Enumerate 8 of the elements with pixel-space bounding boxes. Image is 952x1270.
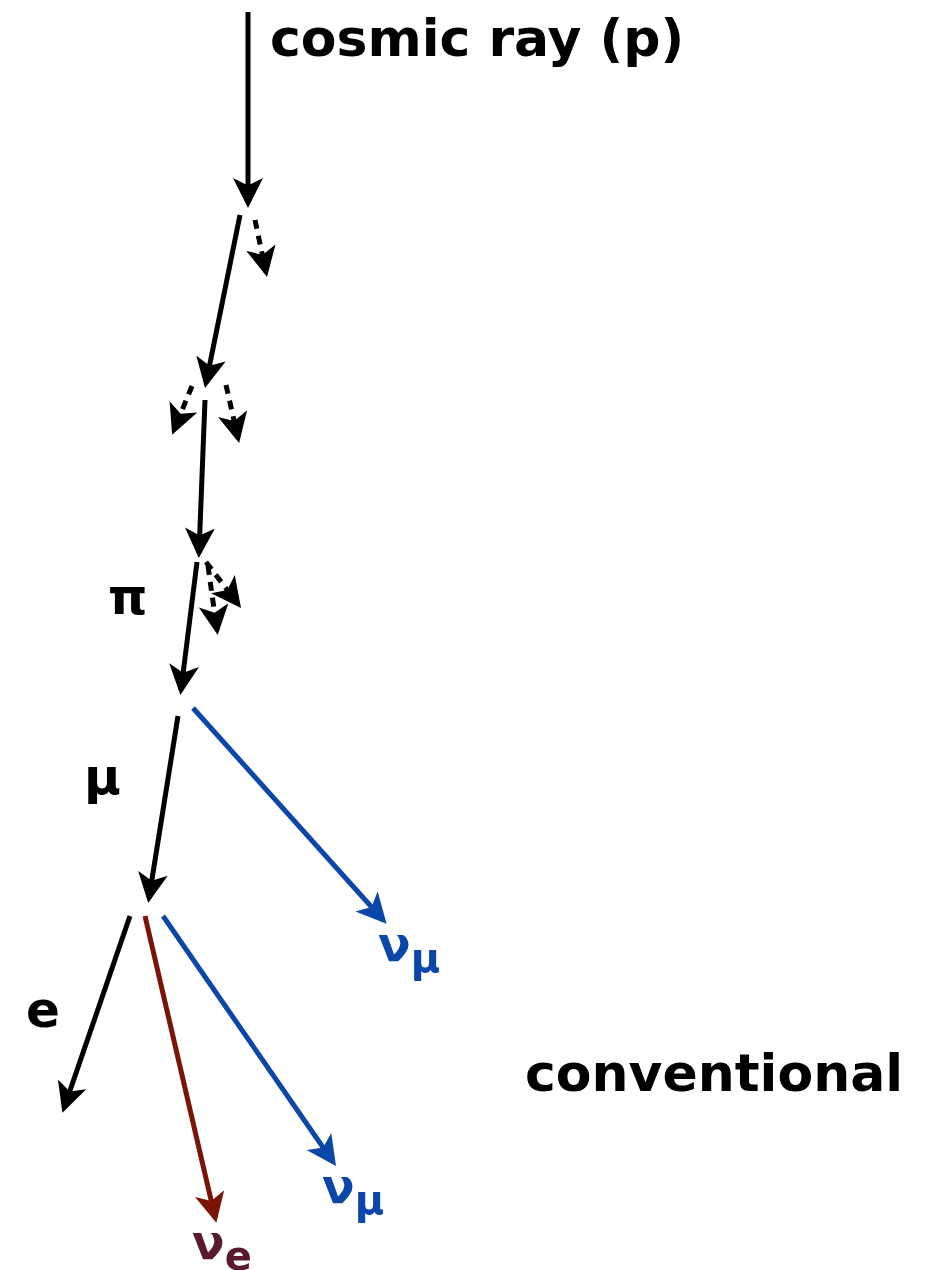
arrow [142, 915, 225, 1223]
caption-label: conventional [525, 1047, 904, 1099]
particle-label: μ [84, 752, 121, 802]
arrow [160, 914, 336, 1167]
particle-label: ν$_{e}$ [192, 1218, 252, 1270]
particle-label: π [108, 572, 148, 622]
particle-label: e [26, 985, 60, 1035]
arrow [191, 706, 387, 924]
